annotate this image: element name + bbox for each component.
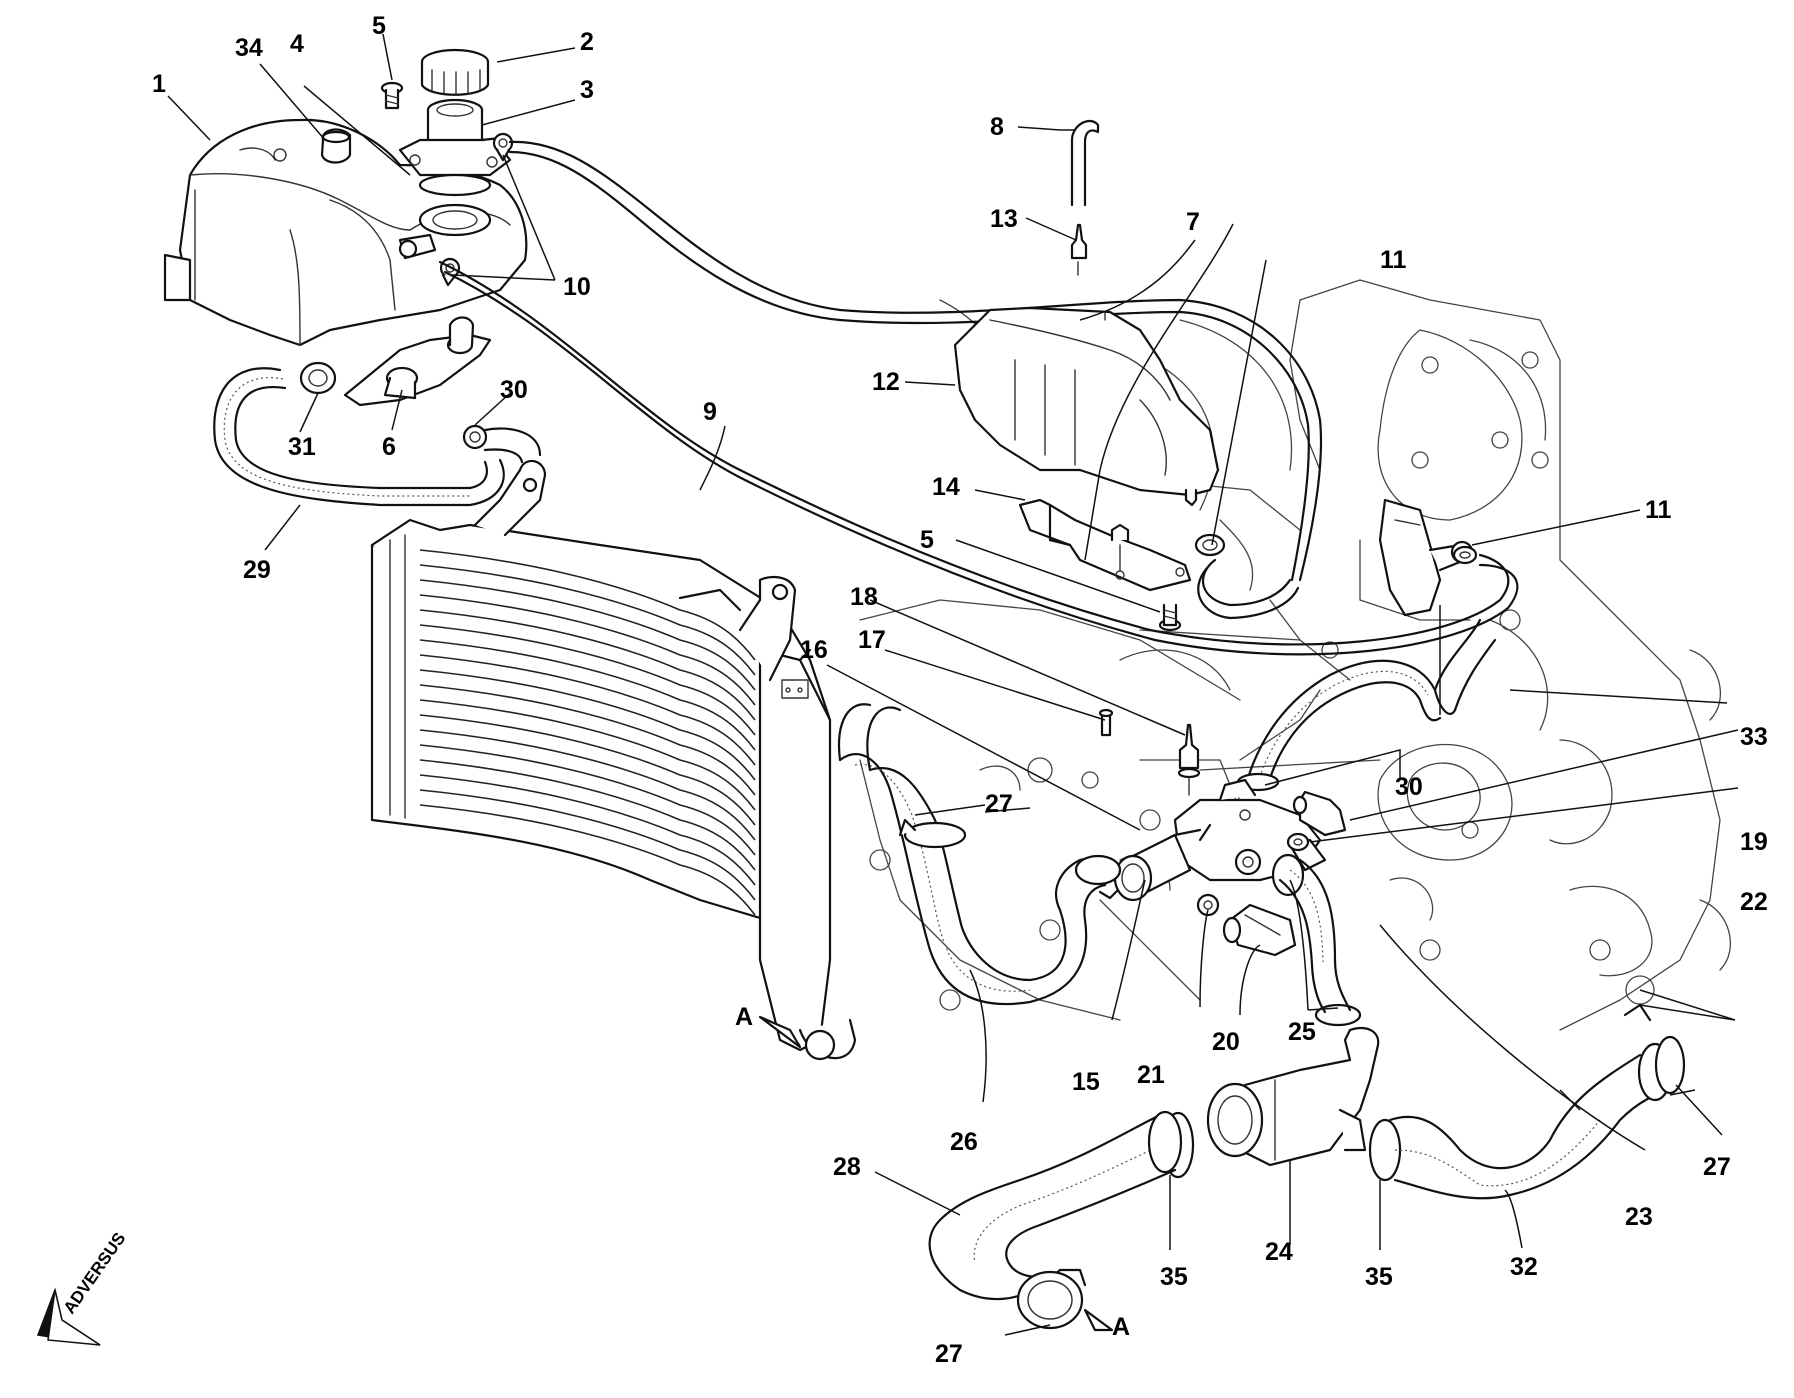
adversus-logo: ADVERSUS [36,1229,130,1346]
callout-16: 16 [800,636,828,664]
callout-13: 13 [990,205,1018,233]
callout-31: 31 [288,433,316,461]
callout-27-bottom: 27 [935,1340,963,1368]
clamp-11-left [1194,533,1226,557]
callout-21: 21 [1137,1061,1165,1089]
temperature-sender-18 [1177,723,1201,796]
screw-top [380,81,404,110]
logo-text: ADVERSUS [60,1229,130,1317]
tank-mounting-bracket [343,316,492,407]
washer-21 [1196,893,1220,917]
callout-27-right: 27 [1703,1153,1731,1181]
callout-9: 9 [703,398,717,426]
radiator [370,459,857,1061]
cover-12 [953,306,1220,507]
callout-5-mid: 5 [920,526,934,554]
callout-8: 8 [990,113,1004,141]
sensor-19 [1292,790,1347,837]
hose-32 [1388,1042,1673,1200]
sensor-20 [1222,903,1297,957]
filler-gasket [418,173,492,197]
callout-6: 6 [382,433,396,461]
grommet [299,361,337,395]
callout-12: 12 [872,368,900,396]
callout-5-top: 5 [372,12,386,40]
callout-11-left: 11 [1380,246,1407,274]
callout-7: 7 [1186,208,1200,236]
callout-33: 33 [1740,723,1768,751]
callout-25-a: 25 [1288,1018,1316,1046]
short-hose-11 [1197,558,1300,620]
callout-1: 1 [152,70,166,98]
t-piece-24 [1206,1027,1380,1167]
leader-lines [167,33,1739,1336]
hose-33 [1246,618,1497,787]
arrow-a-marks [758,1015,1114,1332]
callout-labels: 1 2 3 4 5 5 6 7 8 9 10 11 11 12 13 14 15… [152,12,1768,1368]
callout-32: 32 [1510,1253,1538,1281]
callout-18: 18 [850,583,878,611]
fitting-13 [1070,223,1088,276]
callout-35-right: 35 [1365,1263,1393,1291]
hose-28 [928,1110,1183,1301]
pipe-15 [1113,833,1192,902]
callout-17: 17 [858,626,886,654]
washer-22 [1286,832,1310,852]
clip-30-upper [462,424,542,464]
filler-cap [420,48,490,96]
callout-15: 15 [1072,1068,1100,1096]
hose-26 [837,703,1122,1006]
hose-9 [438,260,1519,656]
callout-A-left: A [735,1003,753,1031]
callout-10: 10 [563,273,591,301]
callout-2: 2 [580,28,594,56]
callout-30-upper: 30 [500,376,528,404]
callout-4: 4 [290,30,304,58]
hose-29 [213,367,505,507]
callout-35-left: 35 [1160,1263,1188,1291]
callout-28: 28 [833,1153,861,1181]
bracket-14 [1018,498,1192,592]
rubber-plug [320,128,352,164]
clamp-27-right [1623,1003,1686,1095]
callout-20: 20 [1212,1028,1240,1056]
callout-24: 24 [1265,1238,1293,1266]
bolt-17 [1098,708,1114,737]
callout-22: 22 [1740,888,1768,916]
callout-23: 23 [1625,1203,1653,1231]
clamp-27-bottom [1016,1268,1087,1330]
callout-A-bottom: A [1112,1313,1130,1341]
thermostat-housing [1378,498,1474,617]
callout-34: 34 [235,34,263,62]
callout-29: 29 [243,556,271,584]
screw-mid [1158,603,1182,632]
hose-8 [1070,119,1100,207]
callout-14: 14 [932,473,960,501]
callout-30-lower: 30 [1395,773,1423,801]
clamp-11-right [1452,545,1478,565]
callout-27-upper: 27 [985,790,1013,818]
callout-26: 26 [950,1128,978,1156]
callout-11-right: 11 [1645,496,1672,524]
filler-neck [398,98,512,177]
callout-3: 3 [580,76,594,104]
callout-19: 19 [1740,828,1768,856]
